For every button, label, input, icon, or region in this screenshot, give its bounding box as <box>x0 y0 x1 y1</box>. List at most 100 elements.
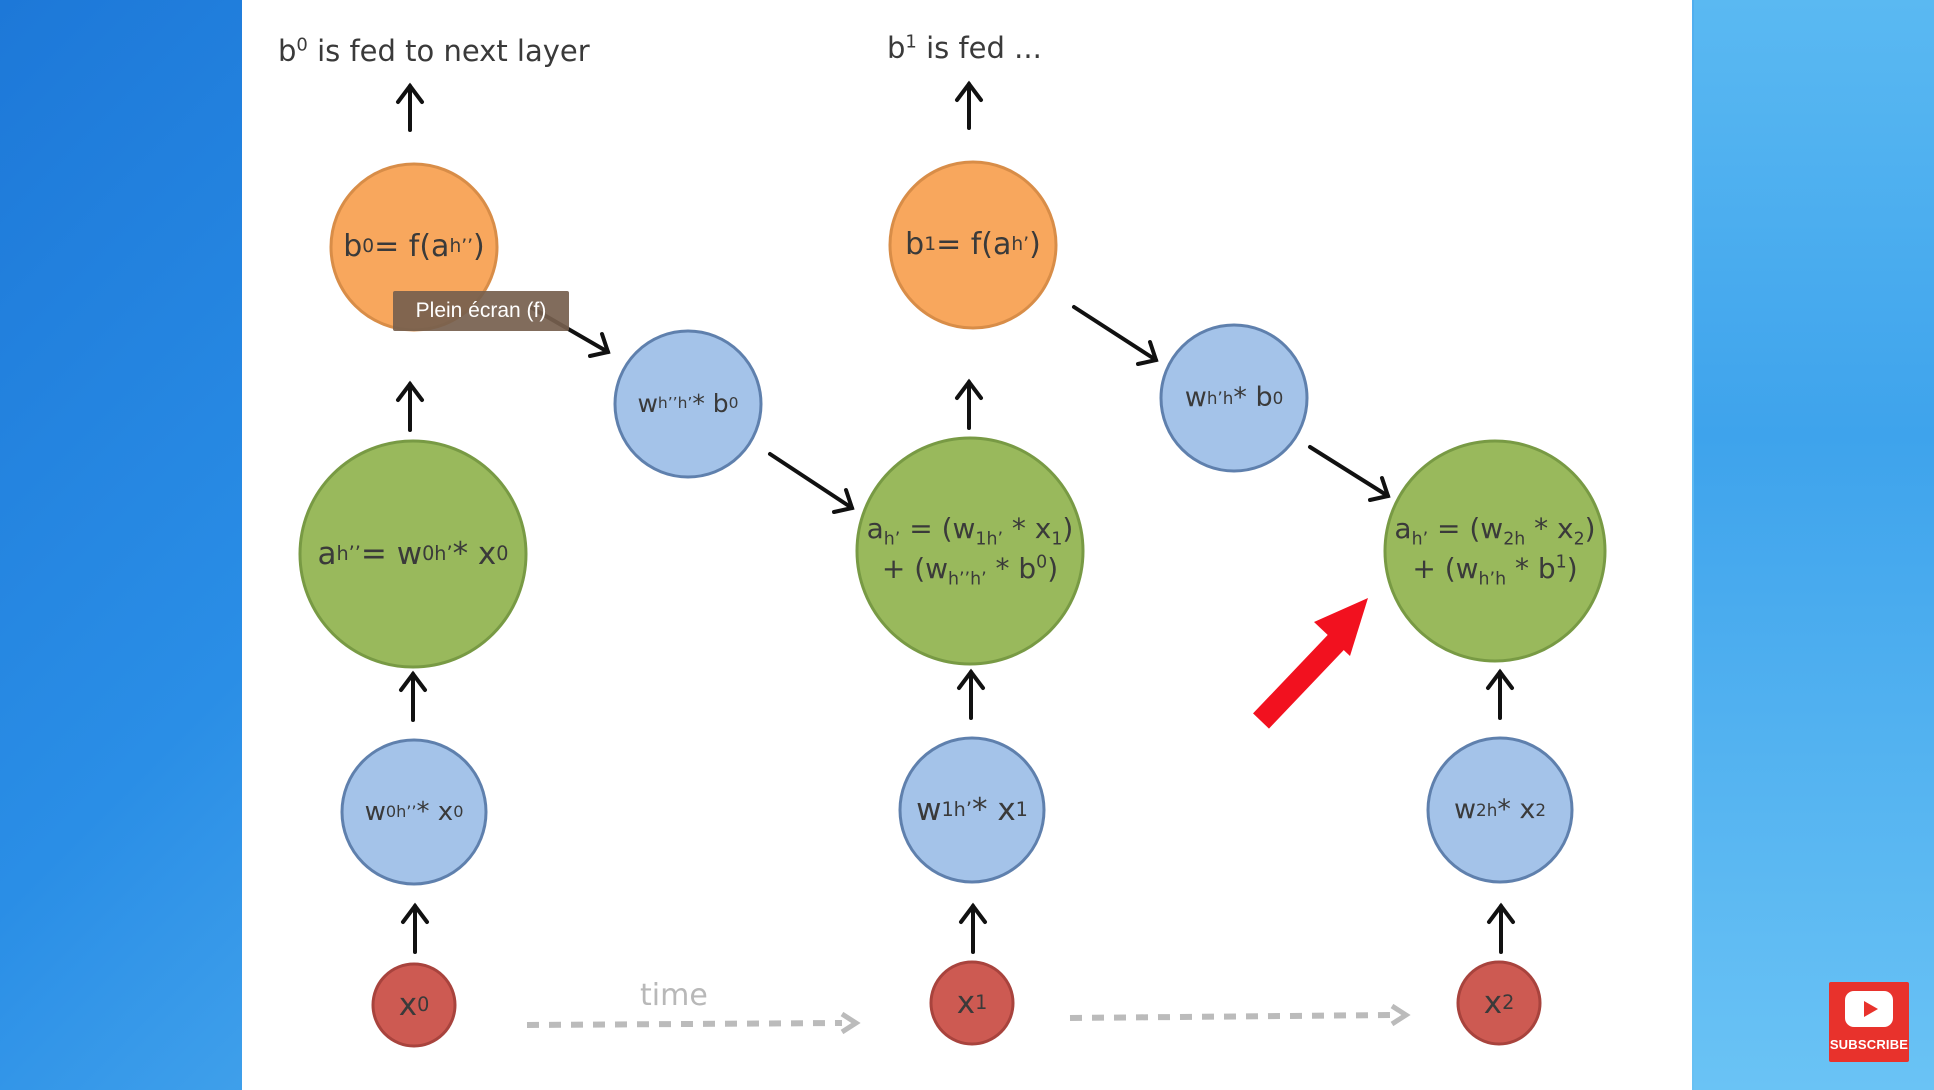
t: + (w <box>881 552 949 585</box>
t: h’’ <box>336 541 361 565</box>
arrow-rec1-hid2 <box>1308 445 1391 502</box>
caption-b1-sup: 1 <box>905 31 917 53</box>
t: a <box>317 535 337 572</box>
arrow-out1-rec1 <box>1072 305 1159 366</box>
youtube-play-icon <box>1845 991 1893 1027</box>
arrow-in0-hid0 <box>399 670 427 722</box>
t: ) <box>1062 511 1074 545</box>
node-recurrent-0 <box>613 329 763 479</box>
t: ) <box>1566 552 1578 585</box>
t: h’ <box>883 529 901 550</box>
caption-b1-base: b <box>887 31 906 65</box>
t: 0 <box>453 801 464 821</box>
t: 0 <box>417 992 430 1016</box>
t: 0h’ <box>422 541 453 565</box>
node-x-1 <box>929 960 1015 1046</box>
t: h’ <box>1011 234 1030 256</box>
t: * b <box>986 552 1037 585</box>
caption-b1-fed: b1 is fed ... <box>887 31 1042 65</box>
t: ) <box>473 229 485 265</box>
node-input-weight-0 <box>340 738 488 886</box>
t: h’’ <box>449 236 474 258</box>
t: ) <box>1584 511 1596 545</box>
subscribe-button[interactable]: SUBSCRIBE <box>1829 982 1909 1062</box>
t: = f(a <box>374 229 450 265</box>
arrow-in2-hid2 <box>1486 668 1514 720</box>
subscribe-label: SUBSCRIBE <box>1829 1037 1909 1052</box>
highlight-arrow <box>1253 598 1368 729</box>
fullscreen-tooltip: Plein écran (f) <box>393 291 569 331</box>
node-x-2 <box>1456 960 1542 1046</box>
t: a <box>1394 511 1412 545</box>
t: 0 <box>496 541 509 565</box>
t: 0h’’ <box>385 801 417 821</box>
t: + (w <box>1412 552 1479 585</box>
t: h’h <box>1206 387 1234 408</box>
arrow-x1-in1 <box>959 902 987 954</box>
t: * x <box>1497 794 1536 826</box>
slide-canvas: b0 is fed to next layer b1 is fed ... ti… <box>242 0 1692 1090</box>
t: 1 <box>1555 552 1567 573</box>
caption-b1-rest: is fed ... <box>916 31 1042 65</box>
t: 1 <box>1051 529 1063 550</box>
t: * b <box>1506 552 1556 585</box>
label-hidden-2: ah’ = (w2h * x2) + (wh’h * b1) <box>1385 501 1605 601</box>
t: ) <box>1047 552 1059 585</box>
t: 0 <box>362 236 375 258</box>
node-input-weight-1 <box>898 736 1046 884</box>
arrow-hid0-out0 <box>396 380 424 432</box>
t: 2 <box>1573 529 1585 550</box>
t: * x <box>1003 511 1052 545</box>
node-input-weight-2 <box>1426 736 1574 884</box>
t: * x <box>1525 511 1574 545</box>
nodes <box>298 160 1607 1048</box>
t: = (w <box>1428 511 1504 545</box>
t: * x <box>971 791 1016 828</box>
t: 2 <box>1502 990 1515 1014</box>
t: 2h <box>1476 799 1498 820</box>
t: 1h’ <box>941 797 972 821</box>
t: h’ <box>1411 529 1429 550</box>
t: h’’h’ <box>657 394 693 413</box>
t: x <box>1483 984 1503 1021</box>
vertical-arrows <box>396 80 1515 954</box>
arrow-x2-in2 <box>1487 902 1515 954</box>
t: * b <box>1233 382 1273 414</box>
t: x <box>956 984 976 1021</box>
time-arrow-2 <box>1069 1003 1411 1027</box>
t: x <box>398 986 418 1023</box>
node-hidden-2 <box>1383 439 1607 663</box>
label-hidden-1-line1: ah’ = (w1h’ * x1) <box>867 511 1074 551</box>
arrow-hid1-out1 <box>955 378 983 430</box>
t: 0 <box>1036 552 1048 573</box>
t: 2h <box>1503 529 1526 550</box>
t: * x <box>416 796 454 827</box>
t: = w <box>360 535 423 572</box>
time-label: time <box>640 978 708 1013</box>
t: w <box>1184 382 1207 414</box>
node-output-1 <box>888 160 1058 330</box>
t: b <box>343 229 363 265</box>
arrow-in1-hid1 <box>957 668 985 720</box>
t: b <box>905 227 925 263</box>
t: = (w <box>900 511 976 545</box>
label-hidden-2-line1: ah’ = (w2h * x2) <box>1394 511 1595 551</box>
t: 1 <box>975 990 988 1014</box>
t: 2 <box>1535 799 1547 820</box>
node-hidden-1 <box>855 436 1085 666</box>
t: h’’h’ <box>948 569 987 590</box>
t: h’h <box>1478 569 1507 590</box>
node-recurrent-1 <box>1159 323 1309 473</box>
t: a <box>866 511 884 545</box>
caption-b0-fed: b0 is fed to next layer <box>278 34 590 68</box>
t: * x <box>452 535 497 572</box>
caption-b0-sup: 0 <box>296 34 308 56</box>
t: w <box>364 796 386 827</box>
arrow-out0-up <box>396 82 424 132</box>
